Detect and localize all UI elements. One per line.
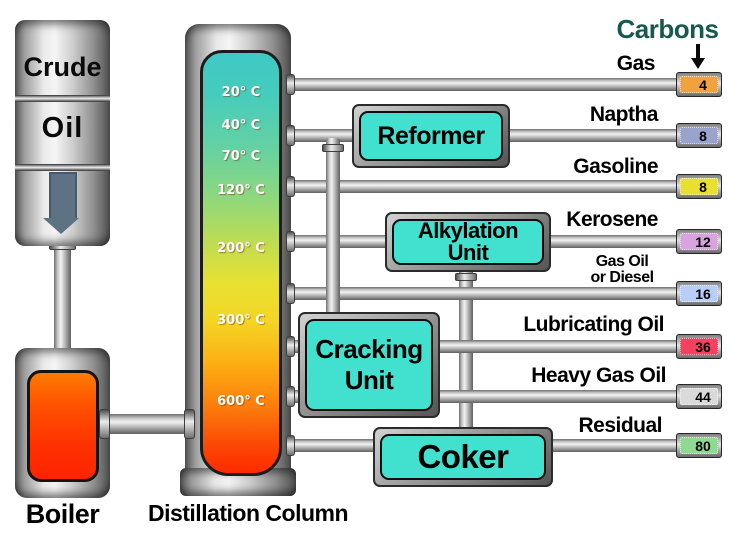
pipe-flange [286,74,295,95]
down-arrow-icon [49,172,77,220]
boiler-column-pipe [103,414,195,434]
carbon-box-residual: 80 [676,433,722,458]
barrel-ridge [15,95,110,102]
boiler [15,348,110,498]
temp-label: 200° C [217,241,265,256]
temp-label: 120° C [217,183,265,198]
coker-label: Coker [417,438,509,475]
pipe-flange [286,231,295,252]
pipe-flange [286,336,295,357]
pipe-gas [288,78,684,91]
product-label-heavy-gas-oil: Heavy Gas Oil [531,364,666,387]
carbon-box-kerosene: 12 [676,229,722,254]
pipe-gas-oil [288,287,684,300]
boiler-fire [27,370,99,482]
carbon-box-gas: 4 [676,72,722,97]
pipe-flange [286,176,295,197]
alkylation-label-line2: Unit [447,240,489,265]
product-label-kerosene: Kerosene [566,208,658,231]
pipe-collar [322,144,344,152]
temp-label: 300° C [217,313,265,328]
crude-oil-barrel: Crude Oil [15,20,110,246]
carbon-box-gasoline: 8 [676,174,722,199]
alkylation-label-line1: Alkylation [417,218,519,243]
boiler-pipe-flange [184,409,195,439]
product-label-lubricating-oil: Lubricating Oil [523,313,664,336]
pipe-flange [286,125,295,146]
product-label-gas: Gas [616,52,656,75]
boiler-pipe-flange [99,409,110,439]
cracking-label-line2: Unit [344,365,394,395]
column-gradient-window: 20° C 40° C 70° C 120° C 200° C 300° C 6… [200,50,282,476]
reformer-label: Reformer [377,121,485,150]
temp-label: 70° C [221,149,261,164]
carbon-box-gas-oil: 16 [676,281,722,306]
pipe-flange [286,283,295,304]
unit-coker: Coker [373,427,553,487]
cracking-label-line1: Cracking [315,334,423,364]
carbons-arrow-icon [696,44,700,59]
boiler-label: Boiler [25,499,100,529]
carbon-box-heavy-gas-oil: 44 [676,384,722,409]
down-arrow-icon-head [43,218,79,234]
unit-reformer: Reformer [352,104,510,168]
column-label: Distillation Column [147,500,349,526]
unit-alkylation: Alkylation Unit [385,212,551,272]
temp-label: 600° C [217,394,265,409]
carbons-arrow-icon-head [691,58,705,69]
carbon-box-naptha: 8 [676,123,722,148]
temp-label: 40° C [221,118,261,133]
pipe-flange [286,435,295,456]
pipe-collar [455,273,477,281]
product-label-residual: Residual [578,414,662,437]
crude-feed-pipe [54,240,71,358]
naptha-cracking-pipe [326,138,340,314]
product-label-gasoline: Gasoline [573,155,658,178]
temp-label: 20° C [221,85,261,100]
oil-label: Oil [41,112,84,144]
product-label-naptha: Naptha [589,103,659,126]
barrel-ridge [15,164,110,171]
pipe-gasoline [288,180,684,193]
unit-cracking: Cracking Unit [298,312,440,418]
product-label-gas-oil: Gas Oil or Diesel [590,253,654,286]
pipe-flange [286,386,295,407]
carbon-box-lubricating-oil: 36 [676,334,722,359]
crude-label: Crude [23,52,102,82]
carbons-title: Carbons [616,14,719,44]
